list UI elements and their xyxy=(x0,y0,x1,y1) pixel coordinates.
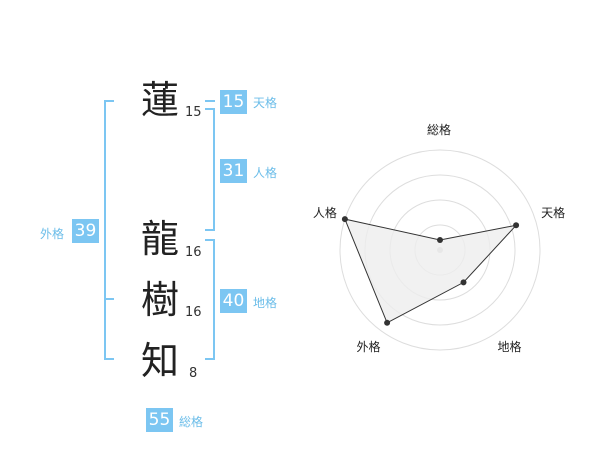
chikaku-bracket-top xyxy=(205,239,215,241)
jinkaku-bracket-bottom xyxy=(205,229,215,231)
name-char-2-strokes: 16 xyxy=(185,245,202,260)
gaikaku-label: 外格 xyxy=(40,227,65,241)
radar-axis-label-5: 人格 xyxy=(312,205,337,220)
chikaku-label: 地格 xyxy=(253,296,278,310)
gaikaku-bracket-top xyxy=(104,100,114,102)
tenkaku-label: 天格 xyxy=(253,96,278,110)
name-char-3-strokes: 16 xyxy=(185,305,202,320)
radar-point-1 xyxy=(437,237,443,243)
jinkaku-value-badge: 31 xyxy=(220,159,247,183)
jinkaku-label: 人格 xyxy=(253,166,278,180)
radar-axis-label-4: 外格 xyxy=(356,340,381,355)
gaikaku-bracket-bottom xyxy=(104,358,114,360)
name-char-1-strokes: 15 xyxy=(185,105,202,120)
gaikaku-bracket-middle xyxy=(104,298,114,300)
gaikaku-value-badge: 39 xyxy=(72,219,99,243)
gaikaku-bracket-vertical xyxy=(104,100,106,360)
radar-axis-label-3: 地格 xyxy=(497,340,522,355)
radar-point-4 xyxy=(384,319,391,326)
radar-ring-4 xyxy=(339,149,541,351)
name-char-3: 樹 xyxy=(140,278,179,322)
radar-area xyxy=(344,218,518,324)
tenkaku-value-badge: 15 xyxy=(220,90,247,114)
name-char-1: 蓮 xyxy=(140,78,179,122)
soukaku-label: 総格 xyxy=(179,415,204,429)
chikaku-bracket-vertical xyxy=(213,239,215,360)
soukaku-value-badge: 55 xyxy=(146,408,173,432)
radar-point-3 xyxy=(460,279,467,286)
tenkaku-bracket-top xyxy=(205,100,215,102)
chikaku-value-badge: 40 xyxy=(220,289,247,313)
radar-axis-label-2: 天格 xyxy=(541,205,566,220)
radar-axis-label-1: 総格 xyxy=(427,123,452,137)
jinkaku-bracket-vertical xyxy=(213,108,215,230)
jinkaku-bracket-top xyxy=(205,108,215,110)
name-char-4-strokes: 8 xyxy=(189,366,198,381)
name-char-2: 龍 xyxy=(140,217,179,261)
radar-point-2 xyxy=(513,222,520,229)
radar-point-5 xyxy=(341,216,348,223)
chikaku-bracket-bottom xyxy=(205,358,215,360)
name-char-4: 知 xyxy=(140,339,179,383)
